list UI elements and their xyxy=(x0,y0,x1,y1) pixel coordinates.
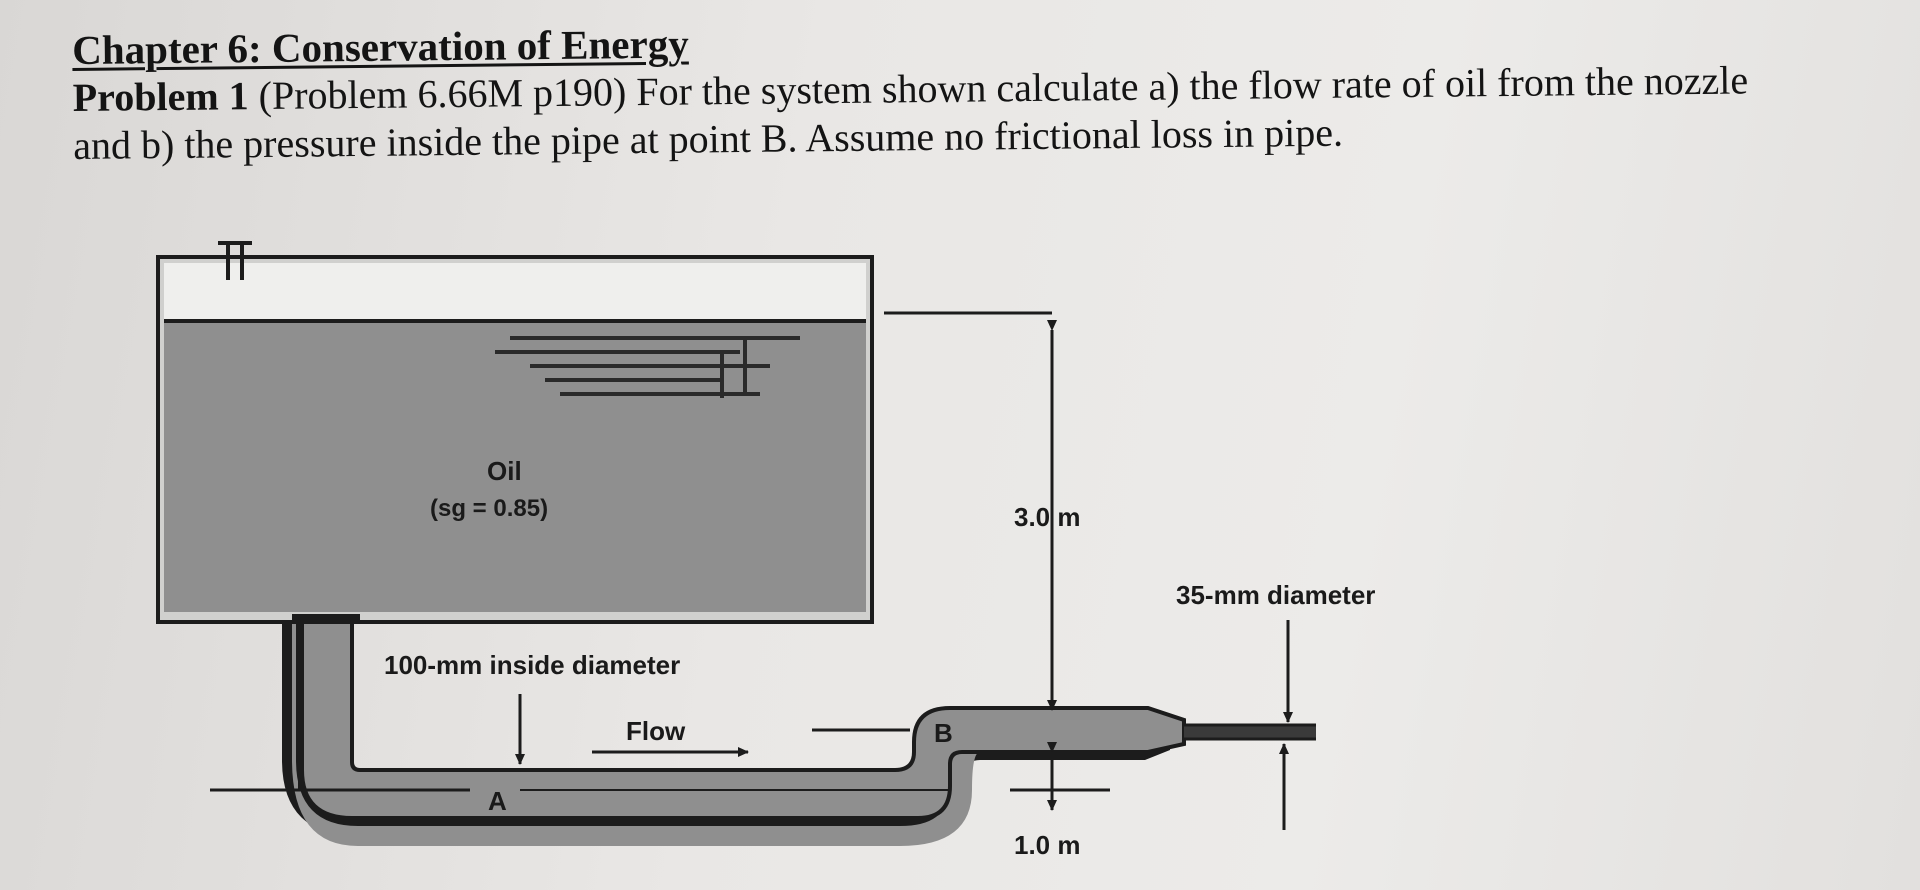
pipe-flange xyxy=(292,614,360,624)
nozzle-jet xyxy=(1184,723,1316,741)
vent-icon xyxy=(218,241,252,280)
fluid-sg-label: (sg = 0.85) xyxy=(430,495,548,522)
point-b-label: B xyxy=(934,718,953,748)
height-label: 3.0 m xyxy=(1014,502,1081,532)
fluid-name-label: Oil xyxy=(487,456,522,486)
tank-air-space xyxy=(164,263,866,321)
point-a-label: A xyxy=(488,786,507,816)
nozzle-diameter-label: 35-mm diameter xyxy=(1176,580,1375,610)
pipe-diameter-label: 100-mm inside diameter xyxy=(384,650,680,680)
pipe-fill xyxy=(300,616,1186,820)
drop-label: 1.0 m xyxy=(1014,830,1081,860)
flow-label: Flow xyxy=(626,716,686,746)
surface-ripple-marks xyxy=(495,336,800,398)
oil-body xyxy=(164,321,866,612)
